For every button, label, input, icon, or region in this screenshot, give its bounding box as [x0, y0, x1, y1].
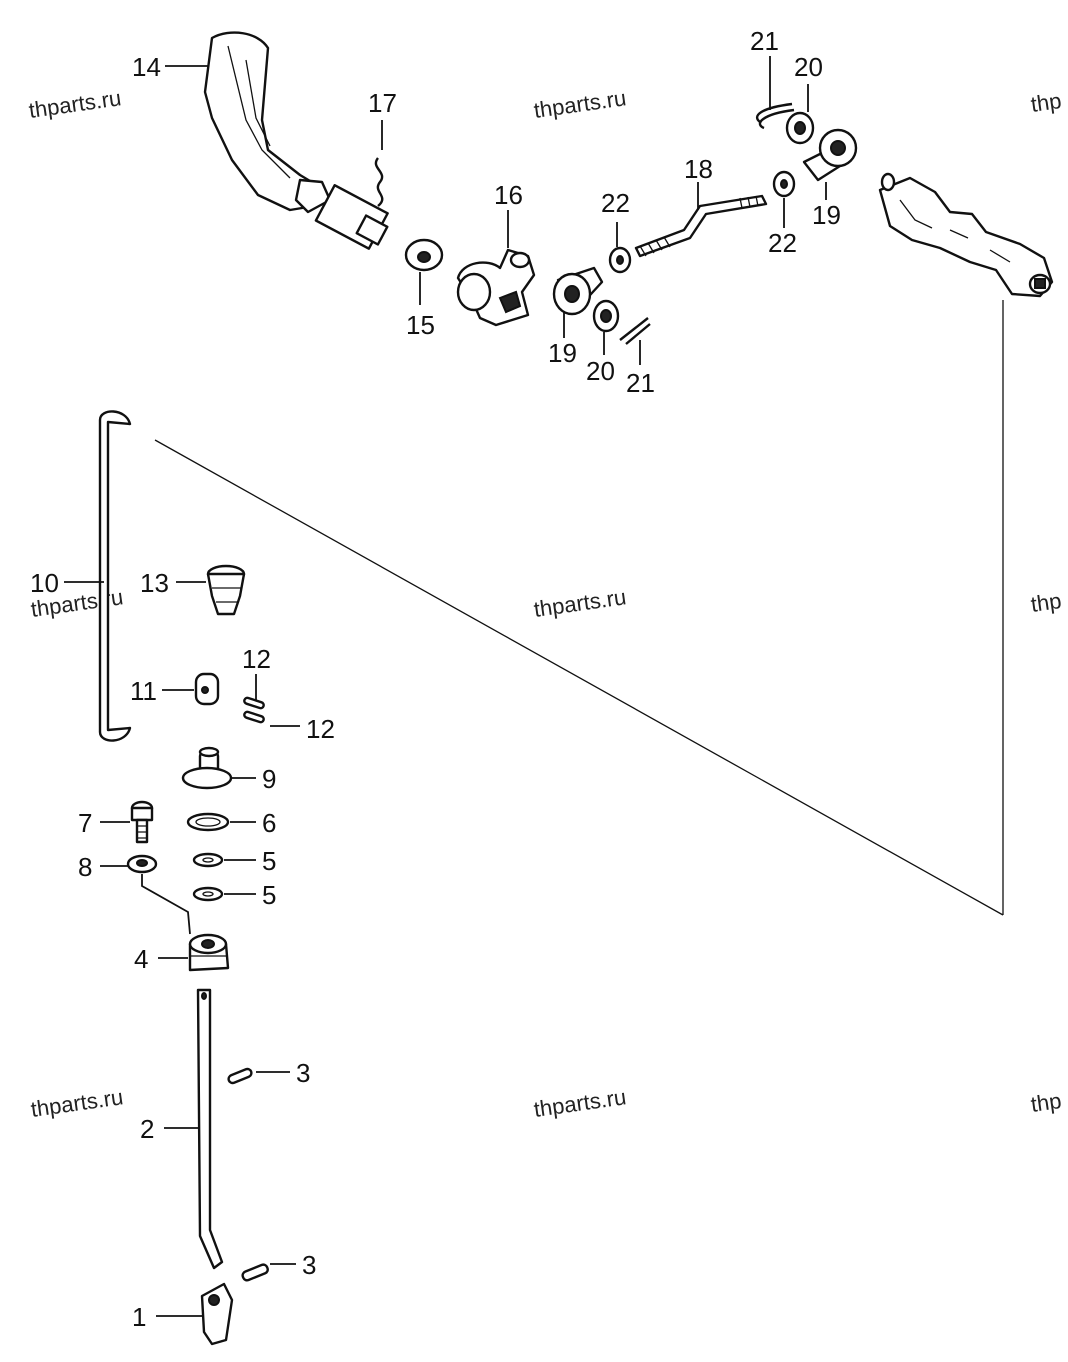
callout-3b: 3	[302, 1250, 316, 1280]
callout-11: 11	[130, 676, 157, 706]
part-5-washer-upper	[192, 852, 256, 868]
callout-4: 4	[134, 944, 148, 974]
part-13-grommet	[176, 564, 246, 616]
callout-7: 7	[78, 808, 92, 838]
part-8-washer	[100, 854, 191, 935]
part-20-washer-lower	[592, 299, 620, 355]
part-20-washer-upper	[785, 84, 815, 145]
part-3-pin-lower	[241, 1263, 296, 1282]
part-16-cam-bracket	[456, 210, 536, 327]
part-5-washer-lower	[192, 886, 256, 902]
part-17-spring-clip	[374, 120, 384, 207]
callout-8: 8	[78, 852, 92, 882]
callout-22b: 22	[768, 228, 797, 258]
part-6-o-ring	[186, 812, 256, 832]
callout-13: 13	[140, 568, 169, 598]
callout-10: 10	[30, 568, 59, 598]
callout-17: 17	[368, 88, 397, 118]
part-19-ball-joint-left	[552, 266, 604, 338]
callout-15: 15	[406, 310, 435, 340]
part-19-ball-joint-right	[802, 128, 858, 200]
callout-12b: 12	[306, 714, 335, 744]
callout-19b: 19	[812, 200, 841, 230]
callout-21a: 21	[626, 368, 655, 398]
part-21-cotter-pin-upper	[755, 56, 795, 130]
part-7-bolt	[100, 800, 154, 844]
part-11-collar	[162, 672, 220, 706]
part-12-pins	[243, 674, 300, 727]
watermark: thparts.ru	[29, 1084, 125, 1122]
callout-14: 14	[132, 52, 161, 82]
watermark: thp	[1029, 588, 1063, 617]
callout-9: 9	[262, 764, 276, 794]
watermark: thp	[1029, 88, 1063, 117]
part-18-link-rod	[634, 182, 768, 258]
watermarks: thparts.ru thparts.ru thp thparts.ru thp…	[27, 85, 1063, 1122]
callout-5b: 5	[262, 880, 276, 910]
throttle-linkage-assembly	[878, 172, 1054, 298]
part-1-end-block	[156, 1282, 234, 1346]
part-3-pin-upper	[227, 1067, 290, 1085]
callout-16: 16	[494, 180, 523, 210]
callout-12a: 12	[242, 644, 271, 674]
callout-19a: 19	[548, 338, 577, 368]
callout-5a: 5	[262, 846, 276, 876]
part-4-housing	[158, 933, 230, 972]
part-15-washer	[404, 238, 444, 305]
part-9-bushing	[181, 746, 256, 790]
callout-6: 6	[262, 808, 276, 838]
part-14-lever	[165, 31, 389, 250]
callout-3a: 3	[296, 1058, 310, 1088]
part-22-nut-left	[608, 222, 632, 274]
callout-2: 2	[140, 1114, 154, 1144]
callout-22a: 22	[601, 188, 630, 218]
callout-20b: 20	[794, 52, 823, 82]
watermark: thparts.ru	[27, 85, 123, 123]
part-2-shaft	[164, 988, 224, 1270]
part-21-cotter-pin-lower	[619, 317, 651, 365]
part-10-rod	[64, 410, 132, 742]
watermark: thp	[1029, 1088, 1063, 1117]
assembly-guide-lines	[154, 300, 1004, 916]
watermark: thparts.ru	[532, 584, 628, 622]
callout-21b: 21	[750, 26, 779, 56]
watermark: thparts.ru	[532, 85, 628, 123]
part-22-nut-right	[772, 170, 796, 228]
guide-line-diagonal	[154, 439, 1004, 916]
watermark: thparts.ru	[532, 1084, 628, 1122]
callout-20a: 20	[586, 356, 615, 386]
callout-18: 18	[684, 154, 713, 184]
callout-1: 1	[132, 1302, 146, 1332]
